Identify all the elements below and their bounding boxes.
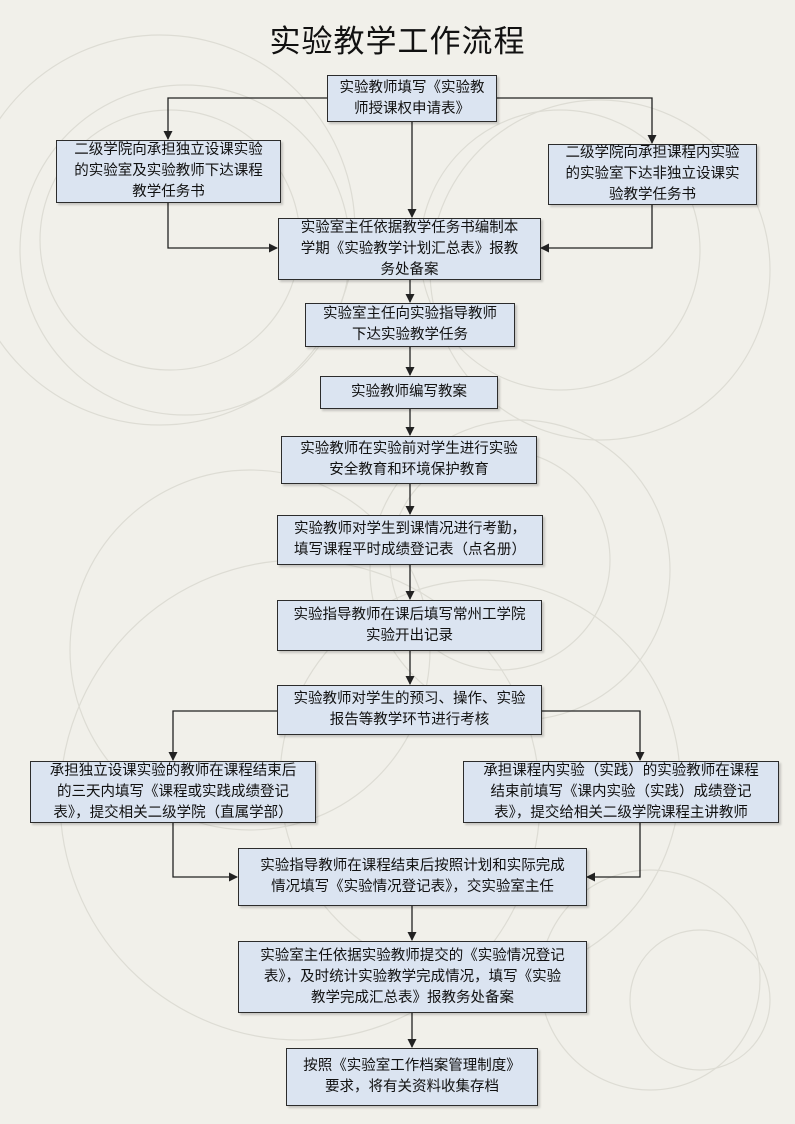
- arrow-10-right: [541, 710, 645, 761]
- step-14-completion-summary: 实验室主任依据实验教师提交的《实验情况登记 表》，及时统计实验教学完成情况，填写…: [238, 941, 587, 1013]
- arrow-12-to-13: [586, 823, 641, 882]
- step-13-lab-status-register: 实验指导教师在课程结束后按照计划和实际完成 情况填写《实验情况登记表》，交实验室…: [238, 848, 587, 906]
- step-6-write-lesson-plan: 实验教师编写教案: [320, 376, 498, 409]
- step-9-lab-record: 实验指导教师在课后填写常州工学院 实验开出记录: [277, 600, 542, 651]
- arrow-1-left: [163, 97, 327, 140]
- step-3-issue-in-course-lab-task: 二级学院向承担课程内实验 的实验室下达非独立设课实 验教学任务书: [548, 144, 757, 205]
- arrow-3-to-4: [540, 205, 653, 253]
- step-4-compile-teaching-plan: 实验室主任依据教学任务书编制本 学期《实验教学计划汇总表》报教 务处备案: [278, 218, 541, 280]
- arrow-1-right: [496, 97, 657, 144]
- arrow-11-to-13: [172, 823, 238, 882]
- arrow-10-left: [168, 710, 277, 761]
- step-2-issue-independent-course-task: 二级学院向承担独立设课实验 的实验室及实验教师下达课程 教学任务书: [56, 140, 281, 203]
- step-10-student-assessment: 实验教师对学生的预习、操作、实验 报告等教学环节进行考核: [277, 685, 542, 735]
- step-11-submit-independent-grades: 承担独立设课实验的教师在课程结束后 的三天内填写《课程或实践成绩登记 表》，提交…: [30, 761, 316, 823]
- step-15-archive-documents: 按照《实验室工作档案管理制度》 要求，将有关资料收集存档: [286, 1048, 538, 1106]
- step-8-attendance-record: 实验教师对学生到课情况进行考勤， 填写课程平时成绩登记表（点名册）: [277, 515, 543, 565]
- step-5-assign-lab-tasks: 实验室主任向实验指导教师 下达实验教学任务: [305, 303, 515, 347]
- arrow-2-to-4: [167, 203, 278, 253]
- page-title: 实验教学工作流程: [269, 24, 526, 60]
- step-12-submit-in-course-grades: 承担课程内实验（实践）的实验教师在课程 结束前填写《课内实验（实践）成绩登记 表…: [463, 761, 779, 823]
- step-1-apply-teaching-permission: 实验教师填写《实验教 师授课权申请表》: [327, 75, 497, 122]
- step-7-safety-education: 实验教师在实验前对学生进行实验 安全教育和环境保护教育: [281, 436, 537, 484]
